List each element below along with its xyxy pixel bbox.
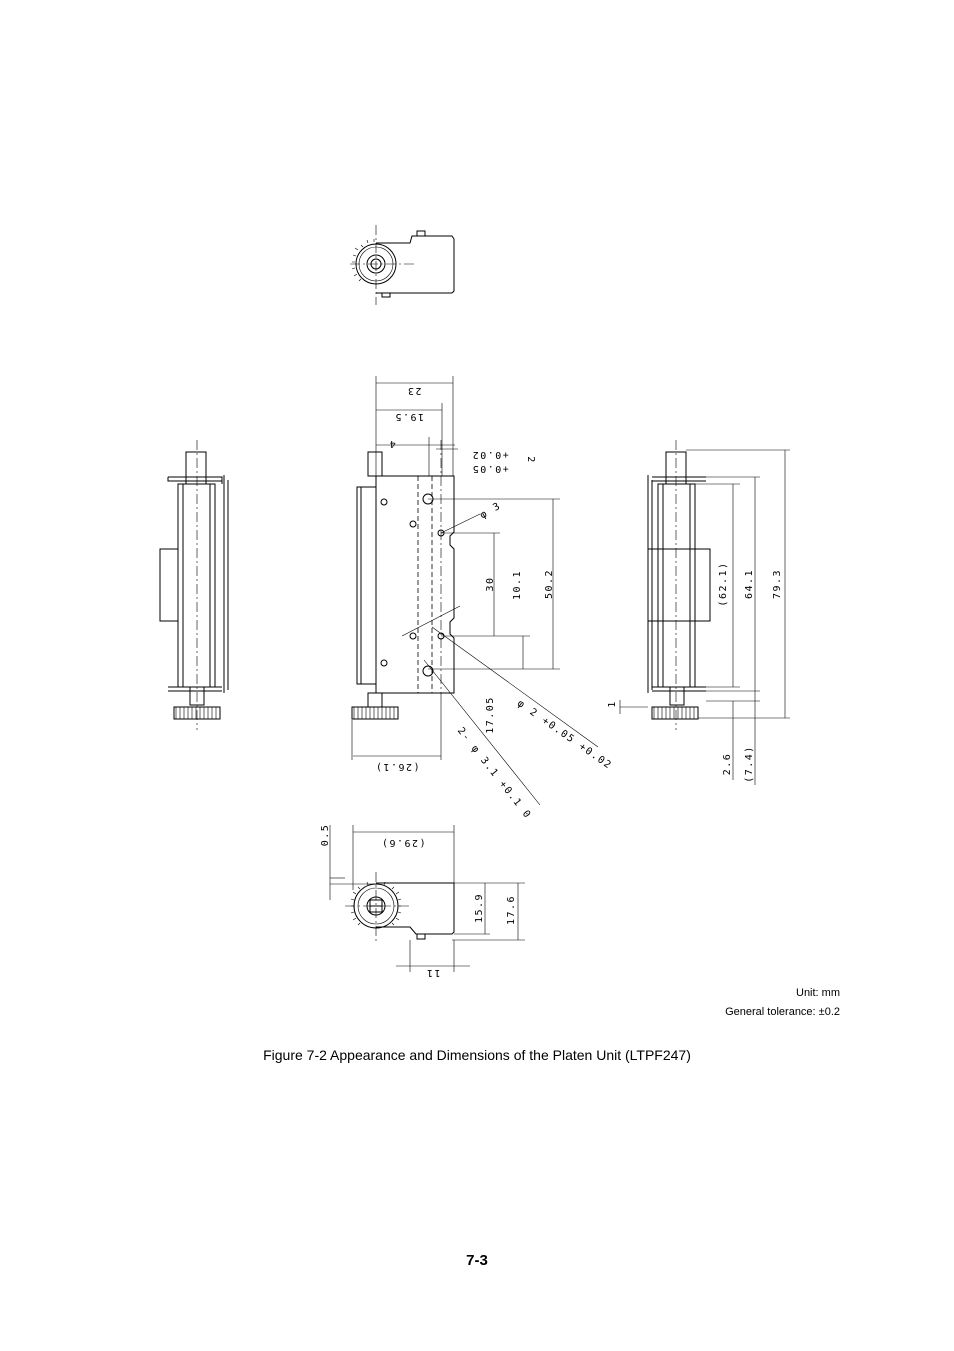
front-view bbox=[351, 376, 599, 806]
dim-plus-005: +0.05 bbox=[471, 463, 509, 474]
dim-11: 11 bbox=[425, 967, 440, 978]
dim-15-9: 15.9 bbox=[474, 893, 485, 923]
dim-29-6: (29.6) bbox=[380, 837, 425, 848]
dim-1: 1 bbox=[607, 700, 618, 708]
right-side-view bbox=[619, 440, 790, 785]
dim-2-6: 2.6 bbox=[722, 753, 733, 776]
dim-62-1: (62.1) bbox=[718, 561, 729, 606]
dim-phi2-tol: φ 2 +0.05 +0.02 bbox=[515, 698, 614, 772]
dim-10-1: 10.1 bbox=[512, 570, 523, 600]
dim-2: 2 bbox=[525, 456, 536, 464]
dim-30: 30 bbox=[485, 576, 496, 591]
left-side-view bbox=[159, 440, 229, 730]
dim-phi3: φ 3 bbox=[478, 500, 503, 521]
figure-caption: Figure 7-2 Appearance and Dimensions of … bbox=[263, 1047, 691, 1063]
dim-50-2: 50.2 bbox=[544, 569, 555, 599]
dim-26-1: (26.1) bbox=[374, 761, 419, 772]
page-number: 7-3 bbox=[466, 1252, 488, 1269]
dim-plus-002: +0.02 bbox=[471, 449, 509, 460]
top-view bbox=[350, 225, 455, 305]
dim-17-6: 17.6 bbox=[506, 895, 517, 925]
dim-0-5: 0.5 bbox=[320, 824, 331, 847]
tolerance-note: General tolerance: ±0.2 bbox=[725, 1006, 840, 1018]
dim-7-4: (7.4) bbox=[744, 745, 755, 783]
unit-note: Unit: mm bbox=[796, 987, 840, 999]
dim-23: 23 bbox=[406, 385, 421, 396]
dim-phi3-1-tol: 2- φ 3.1 +0.1 0 bbox=[455, 726, 533, 822]
dim-19-5: 19.5 bbox=[394, 411, 424, 422]
dim-64-1: 64.1 bbox=[744, 569, 755, 599]
dim-79-3: 79.3 bbox=[772, 569, 783, 599]
dim-4: 4 bbox=[388, 438, 396, 449]
bottom-view bbox=[329, 825, 525, 972]
dim-17-05: 17.05 bbox=[485, 696, 496, 734]
